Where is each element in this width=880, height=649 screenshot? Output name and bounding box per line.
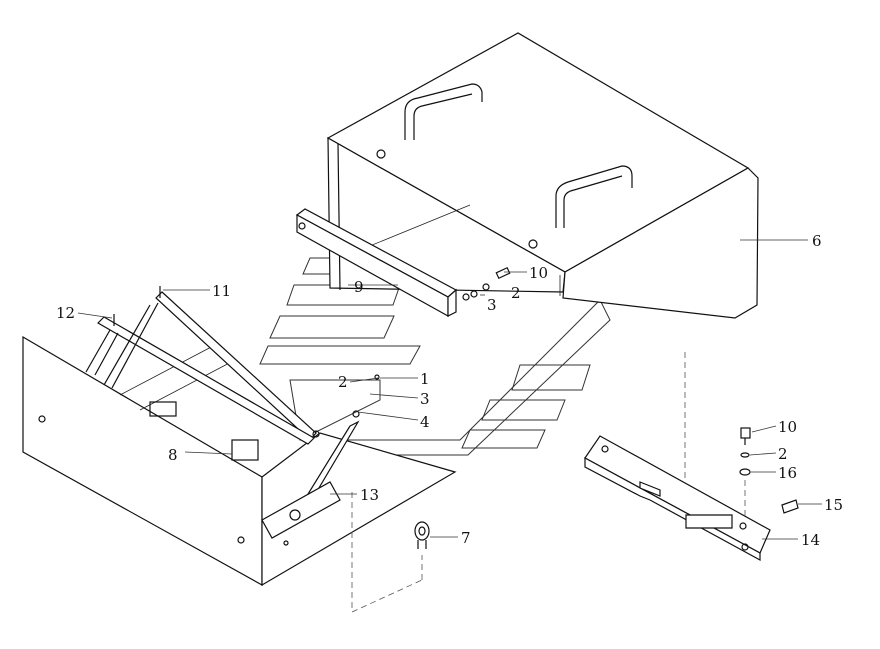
eye-bolt bbox=[414, 521, 430, 549]
callout-8: 8 bbox=[168, 446, 178, 464]
callout-3-mid: 3 bbox=[420, 390, 430, 408]
bracket-arm bbox=[295, 208, 511, 318]
callout-7: 7 bbox=[461, 529, 471, 547]
callout-10-top: 10 bbox=[529, 264, 548, 282]
callout-2-mid: 2 bbox=[338, 373, 348, 391]
callout-9: 9 bbox=[354, 278, 364, 296]
alignment-lines bbox=[351, 352, 746, 613]
rail-bracket bbox=[584, 435, 771, 562]
callout-10-right: 10 bbox=[778, 418, 797, 436]
callout-2-right: 2 bbox=[778, 445, 788, 463]
callout-1: 1 bbox=[420, 370, 430, 388]
callout-12: 12 bbox=[56, 304, 75, 322]
callout-labels: 11 12 6 9 10 2 3 2 1 3 4 8 13 7 10 2 16 … bbox=[56, 232, 843, 549]
callout-14: 14 bbox=[801, 531, 820, 549]
callout-4: 4 bbox=[420, 413, 430, 431]
callout-6: 6 bbox=[812, 232, 822, 250]
hardware-stack bbox=[374, 374, 799, 514]
callout-16: 16 bbox=[778, 464, 797, 482]
callout-3-top: 3 bbox=[487, 296, 497, 314]
callout-13: 13 bbox=[360, 486, 379, 504]
leader-lines bbox=[77, 239, 822, 540]
base-tray bbox=[22, 335, 457, 587]
callout-2-top: 2 bbox=[511, 284, 521, 302]
support-rods bbox=[85, 286, 360, 539]
callout-15: 15 bbox=[824, 496, 843, 514]
callout-11: 11 bbox=[212, 282, 231, 300]
